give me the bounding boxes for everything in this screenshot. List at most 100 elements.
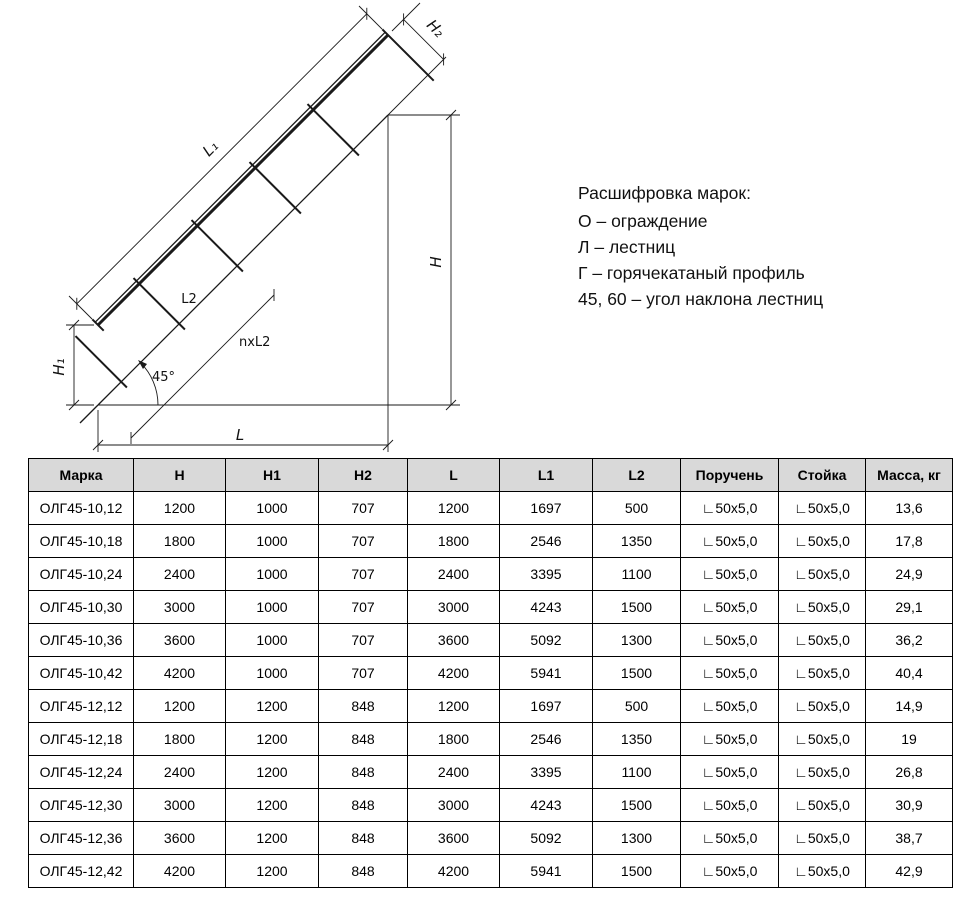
table-cell: 36,2 [865, 623, 953, 657]
dimension-h1: H₁ [50, 319, 94, 411]
table-cell: ОЛГ45-10,30 [28, 590, 134, 624]
table-cell: 2546 [499, 524, 593, 558]
dim-tick [92, 439, 104, 451]
technical-drawing: L₁ H₂ H H₁ [50, 2, 460, 452]
table-cell: 1000 [225, 491, 319, 525]
table-cell: ∟50х5,0 [778, 590, 866, 624]
table-cell: ОЛГ45-10,42 [28, 656, 134, 690]
dim-tick [382, 439, 394, 451]
table-cell: ∟50х5,0 [778, 755, 866, 789]
table-cell: 3395 [499, 755, 593, 789]
column-header: L [407, 458, 500, 492]
table-cell: 1000 [225, 623, 319, 657]
table-cell: 848 [318, 821, 408, 855]
table-cell: ОЛГ45-12,18 [28, 722, 134, 756]
post [248, 161, 302, 215]
table-cell: 3000 [133, 788, 226, 822]
table-cell: ∟50х5,0 [778, 821, 866, 855]
label-angle: 45° [152, 370, 175, 385]
dimension-h: H [98, 109, 460, 411]
table-cell: 1500 [592, 590, 681, 624]
extension-line [387, 56, 447, 116]
table-cell: 40,4 [865, 656, 953, 690]
dimension-nxl2: L2 nxL2 [130, 289, 275, 444]
table-cell: 707 [318, 491, 408, 525]
table-cell: 500 [592, 491, 681, 525]
table-cell: 3600 [133, 821, 226, 855]
table-cell: 1800 [133, 722, 226, 756]
table-cell: 1000 [225, 557, 319, 591]
table-cell: 3000 [407, 788, 500, 822]
dim-tick [445, 109, 457, 121]
table-cell: 24,9 [865, 557, 953, 591]
table-cell: 707 [318, 524, 408, 558]
table-cell: 17,8 [865, 524, 953, 558]
table-cell: ОЛГ45-10,18 [28, 524, 134, 558]
table-cell: 29,1 [865, 590, 953, 624]
table-cell: 1350 [592, 722, 681, 756]
table-cell: 1200 [133, 491, 226, 525]
table-cell: ∟50х5,0 [680, 524, 779, 558]
dimension-l: L [92, 115, 394, 452]
column-header: Масса, кг [865, 458, 953, 492]
table-cell: 1200 [225, 788, 319, 822]
table-cell: 30,9 [865, 788, 953, 822]
table-cell: 1200 [133, 689, 226, 723]
table-cell: ОЛГ45-12,30 [28, 788, 134, 822]
table-cell: 707 [318, 623, 408, 657]
table-cell: ОЛГ45-12,42 [28, 854, 134, 888]
dimension-l1: L₁ [68, 5, 383, 320]
table-cell: 4200 [407, 656, 500, 690]
table-cell: ОЛГ45-12,24 [28, 755, 134, 789]
table-cell: 848 [318, 854, 408, 888]
table-cell: 26,8 [865, 755, 953, 789]
table-cell: 4243 [499, 590, 593, 624]
table-cell: 2400 [407, 755, 500, 789]
table-cell: ∟50х5,0 [680, 689, 779, 723]
table-cell: ОЛГ45-12,12 [28, 689, 134, 723]
table-cell: ∟50х5,0 [778, 524, 866, 558]
table-cell: 3395 [499, 557, 593, 591]
dimension-line [76, 13, 368, 305]
dim-tick [68, 399, 80, 411]
dimension-h2: H₂ [387, 2, 448, 116]
table-cell: 3600 [133, 623, 226, 657]
label-l: L [236, 426, 244, 444]
table-cell: ∟50х5,0 [680, 590, 779, 624]
table-cell: 1000 [225, 590, 319, 624]
table-cell: 707 [318, 590, 408, 624]
column-header: Стойка [778, 458, 866, 492]
column-header: Н2 [318, 458, 408, 492]
table-cell: 42,9 [865, 854, 953, 888]
post [132, 277, 186, 331]
table-cell: ∟50х5,0 [778, 788, 866, 822]
end-tick-bottom [91, 318, 105, 332]
post [306, 103, 360, 157]
handrail-inner-line [94, 31, 386, 323]
table-cell: 1800 [407, 524, 500, 558]
table-cell: ОЛГ45-10,36 [28, 623, 134, 657]
stringer-extension-bottom [79, 404, 99, 424]
table-cell: ∟50х5,0 [778, 689, 866, 723]
table-cell: ∟50х5,0 [778, 854, 866, 888]
table-cell: ∟50х5,0 [680, 491, 779, 525]
table-cell: ∟50х5,0 [778, 722, 866, 756]
table-cell: 1350 [592, 524, 681, 558]
dim-tick [445, 399, 457, 411]
table-cell: 19 [865, 722, 953, 756]
table-cell: ∟50х5,0 [680, 854, 779, 888]
table-cell: 2400 [407, 557, 500, 591]
angle-arrow [138, 360, 147, 369]
table-cell: 1300 [592, 821, 681, 855]
legend-line: Г – горячекатаный профиль [578, 263, 805, 283]
label-h: H [427, 256, 445, 267]
column-header: Н1 [225, 458, 319, 492]
